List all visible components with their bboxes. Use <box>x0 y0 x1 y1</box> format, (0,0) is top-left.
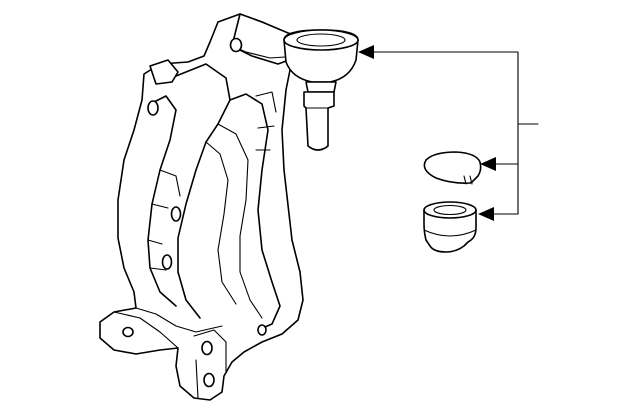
snap-ring-body <box>423 151 482 184</box>
bolt-hole-top <box>229 37 243 53</box>
dust-boot-body <box>423 209 477 253</box>
bolt-hole-right <box>257 324 267 336</box>
ball-joint-neck <box>305 81 337 93</box>
bolt-hole-bottom-1 <box>201 340 213 356</box>
bolt-hole-bottom-2 <box>203 372 215 388</box>
lower-flange-detail <box>113 307 223 349</box>
dust-boot-opening <box>433 204 467 216</box>
ball-joint <box>283 29 359 151</box>
ball-joint-stud <box>303 91 335 151</box>
lower-boss-detail <box>193 329 227 399</box>
dust-boot <box>423 201 477 253</box>
knuckle-inner-rib-2 <box>147 95 177 307</box>
ball-joint-cap-inner <box>296 33 346 47</box>
snap-ring-gap <box>463 175 473 185</box>
knuckle-outline <box>99 13 304 401</box>
knuckle-channel <box>147 169 181 271</box>
leader-bracket <box>371 51 539 215</box>
bolt-hole-left <box>147 100 159 116</box>
knuckle-front-face <box>175 63 231 319</box>
arrow-ball-joint <box>358 45 374 59</box>
bolt-hole-foot <box>122 326 134 338</box>
callout-leaders <box>358 45 539 221</box>
arrow-snap-ring <box>480 157 496 171</box>
knuckle-web-2 <box>205 141 237 305</box>
dust-boot-band <box>423 229 477 237</box>
knuckle-inner-rib <box>229 93 281 331</box>
rear-detail <box>255 91 277 151</box>
knuckle-web <box>217 123 263 319</box>
arrow-dust-boot <box>478 207 494 221</box>
bolt-hole-mid-2 <box>161 254 173 270</box>
steering-knuckle <box>99 13 304 401</box>
dust-boot-top <box>423 201 477 219</box>
snap-ring <box>423 151 482 185</box>
ball-joint-cap <box>283 29 359 51</box>
upper-tab <box>149 59 179 85</box>
bolt-hole-mid-1 <box>170 206 182 222</box>
